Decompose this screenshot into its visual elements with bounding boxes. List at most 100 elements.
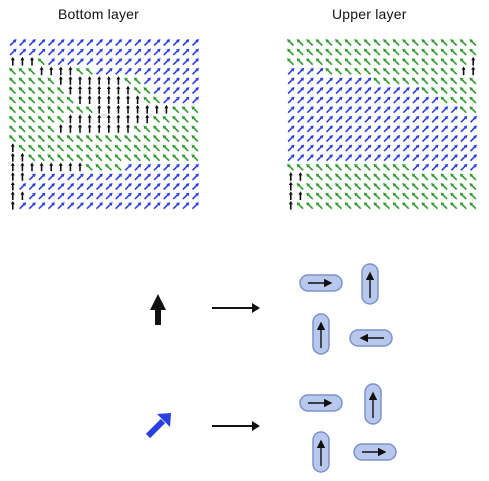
bottom-spin-diagonal-blue-arrow xyxy=(163,48,171,56)
bottom-spin-diagonal-green-arrow xyxy=(133,154,141,162)
upper-spin-diagonal-blue-arrow xyxy=(316,96,324,104)
bottom-spin-up-arrow xyxy=(97,124,102,133)
upper-spin-diagonal-green-arrow xyxy=(459,106,467,114)
bottom-spin-diagonal-green-arrow xyxy=(9,77,17,85)
bottom-spin-diagonal-green-arrow xyxy=(153,154,161,162)
bottom-spin-diagonal-green-arrow xyxy=(28,77,36,85)
bottom-spin-diagonal-blue-arrow xyxy=(95,58,103,66)
bottom-spin-diagonal-blue-arrow xyxy=(38,202,46,210)
bottom-spin-up-arrow xyxy=(20,162,25,172)
bottom-spin-diagonal-blue-arrow xyxy=(28,48,36,56)
upper-spin-diagonal-green-arrow xyxy=(287,58,295,66)
upper-spin-diagonal-blue-arrow xyxy=(450,154,458,162)
upper-spin-diagonal-blue-arrow xyxy=(421,135,429,143)
bottom-layer-title: Bottom layer xyxy=(58,6,139,22)
bottom-spin-diagonal-blue-arrow xyxy=(47,183,55,191)
bottom-spin-diagonal-blue-arrow xyxy=(153,39,161,47)
upper-spin-diagonal-blue-arrow xyxy=(402,87,410,95)
upper-spin-diagonal-blue-arrow xyxy=(364,96,372,104)
bottom-spin-diagonal-blue-arrow xyxy=(38,48,46,56)
bottom-spin-diagonal-green-arrow xyxy=(76,154,84,162)
bottom-spin-diagonal-green-arrow xyxy=(57,106,65,114)
upper-spin-diagonal-blue-arrow xyxy=(364,115,372,123)
upper-spin-diagonal-green-arrow xyxy=(431,202,439,210)
bottom-spin-diagonal-blue-arrow xyxy=(153,48,161,56)
bottom-spin-diagonal-blue-arrow xyxy=(28,202,36,210)
upper-spin-diagonal-green-arrow xyxy=(402,67,410,75)
bottom-spin-diagonal-green-arrow xyxy=(191,154,199,162)
bottom-spin-diagonal-blue-arrow xyxy=(67,173,75,181)
bottom-spin-diagonal-blue-arrow xyxy=(172,77,180,85)
upper-spin-diagonal-blue-arrow xyxy=(325,96,333,104)
upper-spin-diagonal-blue-arrow xyxy=(297,115,305,123)
bottom-spin-up-arrow xyxy=(97,104,102,114)
upper-spin-diagonal-blue-arrow xyxy=(393,144,401,152)
upper-spin-diagonal-blue-arrow xyxy=(373,125,381,133)
bottom-spin-diagonal-blue-arrow xyxy=(47,48,55,56)
bottom-spin-diagonal-green-arrow xyxy=(133,135,141,143)
bottom-spin-up-arrow xyxy=(78,114,82,124)
upper-spin-diagonal-blue-arrow xyxy=(364,106,372,114)
bottom-spin-diagonal-green-arrow xyxy=(57,87,65,95)
bottom-spin-diagonal-green-arrow xyxy=(143,154,151,162)
upper-spin-diagonal-blue-arrow xyxy=(421,154,429,162)
upper-spin-diagonal-green-arrow xyxy=(296,163,304,171)
upper-spin-diagonal-blue-arrow xyxy=(306,106,314,114)
bottom-spin-diagonal-blue-arrow xyxy=(105,39,113,47)
upper-spin-diagonal-blue-arrow xyxy=(354,125,362,133)
bottom-spin-diagonal-blue-arrow xyxy=(76,173,84,181)
upper-spin-diagonal-green-arrow xyxy=(450,202,458,210)
upper-spin-diagonal-blue-arrow xyxy=(393,87,401,95)
bottom-spin-up-arrow xyxy=(20,56,25,66)
bottom-spin-diagonal-blue-arrow xyxy=(191,96,199,104)
bottom-spin-diagonal-blue-arrow xyxy=(124,183,132,191)
upper-spin-diagonal-green-arrow xyxy=(440,173,448,181)
bottom-spin-diagonal-green-arrow xyxy=(76,106,84,114)
bottom-spin-diagonal-blue-arrow xyxy=(163,183,171,191)
upper-spin-diagonal-green-arrow xyxy=(402,173,410,181)
upper-spin-up-arrow xyxy=(288,172,293,181)
bottom-spin-up-arrow xyxy=(30,56,34,66)
upper-spin-diagonal-blue-arrow xyxy=(441,135,449,143)
upper-spin-diagonal-blue-arrow xyxy=(364,154,372,162)
upper-layer-title: Upper layer xyxy=(332,6,407,22)
bottom-spin-diagonal-green-arrow xyxy=(153,115,161,123)
bottom-spin-diagonal-green-arrow xyxy=(181,115,189,123)
bottom-spin-diagonal-blue-arrow xyxy=(115,58,123,66)
upper-spin-diagonal-green-arrow xyxy=(325,67,333,75)
bottom-spin-diagonal-blue-arrow xyxy=(143,77,151,85)
upper-spin-diagonal-blue-arrow xyxy=(316,106,324,114)
upper-spin-diagonal-green-arrow xyxy=(431,192,439,200)
bottom-spin-diagonal-green-arrow xyxy=(18,125,26,133)
bottom-spin-diagonal-green-arrow xyxy=(124,77,132,85)
upper-spin-diagonal-green-arrow xyxy=(306,48,314,56)
upper-spin-diagonal-green-arrow xyxy=(315,173,323,181)
bottom-spin-up-arrow xyxy=(126,85,130,95)
upper-spin-diagonal-blue-arrow xyxy=(383,106,391,114)
bottom-spin-up-arrow xyxy=(39,66,44,76)
upper-spin-diagonal-blue-arrow xyxy=(287,125,295,133)
upper-spin-diagonal-green-arrow xyxy=(421,58,429,66)
bottom-spin-diagonal-blue-arrow xyxy=(163,163,171,171)
upper-spin-up-arrow xyxy=(461,66,466,76)
bottom-spin-diagonal-green-arrow xyxy=(18,96,26,104)
bottom-spin-diagonal-blue-arrow xyxy=(47,173,55,181)
magnet-pill-left xyxy=(349,329,393,347)
bottom-spin-up-arrow xyxy=(20,191,25,200)
upper-spin-diagonal-blue-arrow xyxy=(383,125,391,133)
upper-spin-diagonal-blue-arrow xyxy=(412,135,420,143)
bottom-spin-up-arrow xyxy=(78,162,82,172)
bottom-spin-diagonal-green-arrow xyxy=(9,67,17,75)
upper-spin-diagonal-green-arrow xyxy=(411,173,419,181)
bottom-spin-up-arrow xyxy=(58,124,63,133)
bottom-spin-diagonal-blue-arrow xyxy=(153,77,161,85)
bottom-spin-diagonal-blue-arrow xyxy=(153,163,161,171)
upper-spin-diagonal-blue-arrow xyxy=(316,125,324,133)
bottom-spin-diagonal-green-arrow xyxy=(66,96,74,104)
upper-spin-diagonal-blue-arrow xyxy=(316,144,324,152)
upper-spin-diagonal-green-arrow xyxy=(459,77,467,85)
bottom-spin-diagonal-green-arrow xyxy=(76,144,84,152)
upper-spin-diagonal-green-arrow xyxy=(344,183,352,191)
bottom-spin-diagonal-green-arrow xyxy=(47,135,55,143)
bottom-spin-diagonal-green-arrow xyxy=(47,96,55,104)
